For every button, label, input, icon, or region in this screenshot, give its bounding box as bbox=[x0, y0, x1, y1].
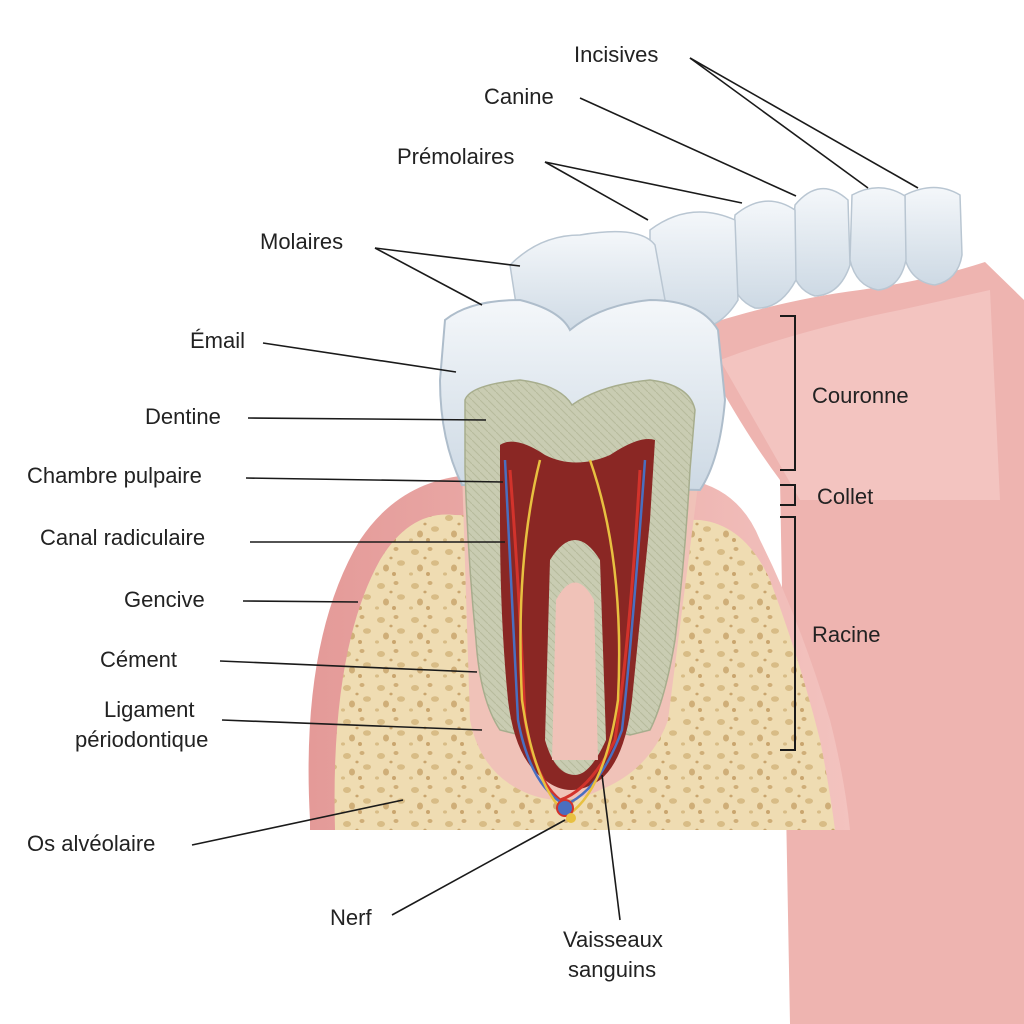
incisor-tooth-1 bbox=[849, 187, 907, 291]
label-chambre-pulpaire: Chambre pulpaire bbox=[27, 463, 202, 488]
leader-os-alveolaire bbox=[191, 799, 404, 846]
leader-nerf bbox=[391, 819, 566, 916]
bracket-collet bbox=[780, 484, 796, 506]
leader-molaires-1 bbox=[374, 247, 521, 267]
leader-gencive bbox=[242, 600, 359, 603]
label-racine: Racine bbox=[812, 622, 880, 647]
premolar-tooth-2 bbox=[729, 200, 797, 309]
label-dentine: Dentine bbox=[145, 404, 221, 429]
leader-email bbox=[262, 342, 457, 373]
label-os-alveolaire: Os alvéolaire bbox=[27, 831, 155, 856]
apex-nerve bbox=[566, 813, 576, 823]
label-molaires: Molaires bbox=[260, 229, 343, 254]
canine-tooth bbox=[789, 187, 851, 297]
leader-molaires-2 bbox=[374, 247, 483, 306]
leader-chambre-pulpaire bbox=[245, 477, 504, 483]
label-ligament-line2: périodontique bbox=[75, 727, 208, 752]
leader-premolaires-2 bbox=[544, 161, 649, 221]
leader-dentine bbox=[247, 417, 487, 421]
leader-premolaires-1 bbox=[544, 161, 743, 204]
bracket-racine bbox=[780, 516, 796, 751]
label-cement: Cément bbox=[100, 647, 177, 672]
apex-vessel-bundle bbox=[556, 799, 574, 817]
label-canine: Canine bbox=[484, 84, 554, 109]
leader-cement bbox=[219, 660, 478, 673]
label-incisives: Incisives bbox=[574, 42, 658, 67]
incisor-tooth-2 bbox=[903, 186, 963, 286]
leader-incisives-2 bbox=[689, 57, 919, 189]
label-vaisseaux-line2: sanguins bbox=[568, 957, 656, 982]
leader-incisives-1 bbox=[689, 57, 869, 189]
bracket-couronne bbox=[780, 315, 796, 471]
leader-vaisseaux bbox=[601, 774, 621, 921]
label-vaisseaux-line1: Vaisseaux bbox=[563, 927, 663, 952]
label-email: Émail bbox=[190, 328, 245, 353]
gum-back-shade bbox=[720, 290, 1000, 500]
pulp-inner-ligament bbox=[552, 582, 598, 760]
label-canal-radiculaire: Canal radiculaire bbox=[40, 525, 205, 550]
label-collet: Collet bbox=[817, 484, 873, 509]
label-ligament-line1: Ligament bbox=[104, 697, 195, 722]
label-premolaires: Prémolaires bbox=[397, 144, 514, 169]
leader-ligament bbox=[221, 719, 483, 731]
label-couronne: Couronne bbox=[812, 383, 909, 408]
leader-canine bbox=[579, 97, 797, 197]
label-gencive: Gencive bbox=[124, 587, 205, 612]
label-nerf: Nerf bbox=[330, 905, 372, 930]
